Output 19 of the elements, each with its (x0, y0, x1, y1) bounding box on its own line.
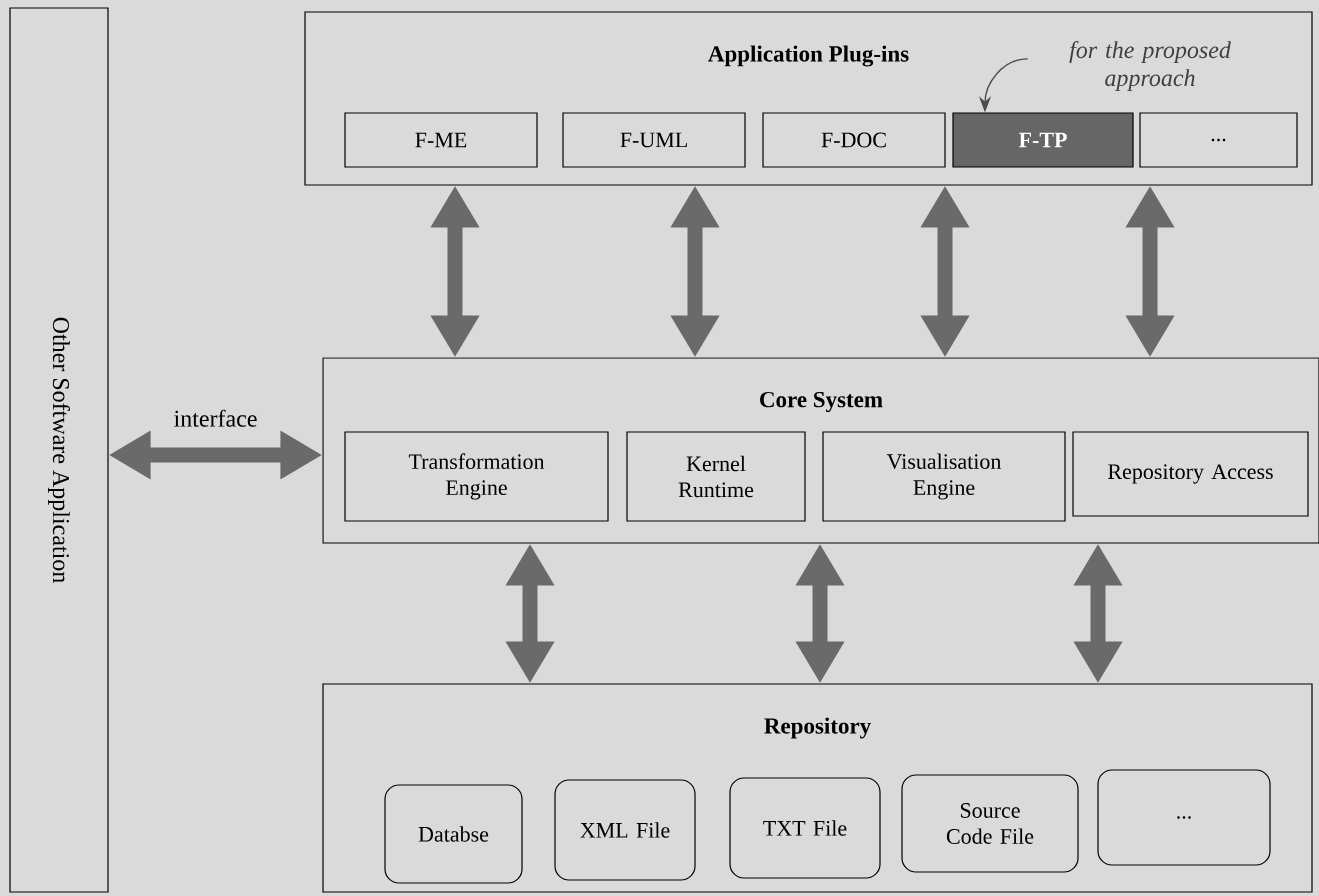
panel-heading: Repository (764, 717, 871, 739)
panel-heading: Application Plug-ins (708, 45, 909, 67)
storage-box: XML File (554, 779, 696, 881)
component-box: F-UML (562, 112, 746, 168)
storage-box: Source Code File (901, 774, 1079, 873)
annotation-text: for the proposed approach (1069, 41, 1231, 91)
storage-box: TXT File (729, 777, 881, 879)
component-box: Transformation Engine (344, 431, 609, 522)
component-box: F-DOC (762, 112, 946, 168)
component-box: ... (1139, 112, 1298, 168)
panel-label: Other Software Application (48, 317, 70, 583)
storage-box: ... (1097, 769, 1271, 866)
highlighted-box: F-TP (952, 112, 1134, 168)
component-box: Repository Access (1072, 431, 1309, 517)
component-box: F-ME (344, 112, 538, 168)
component-box: Visualisation Engine (822, 431, 1066, 522)
storage-box: Databse (384, 784, 523, 884)
panel-heading: Core System (760, 391, 883, 413)
component-box: Kernel Runtime (626, 431, 806, 522)
